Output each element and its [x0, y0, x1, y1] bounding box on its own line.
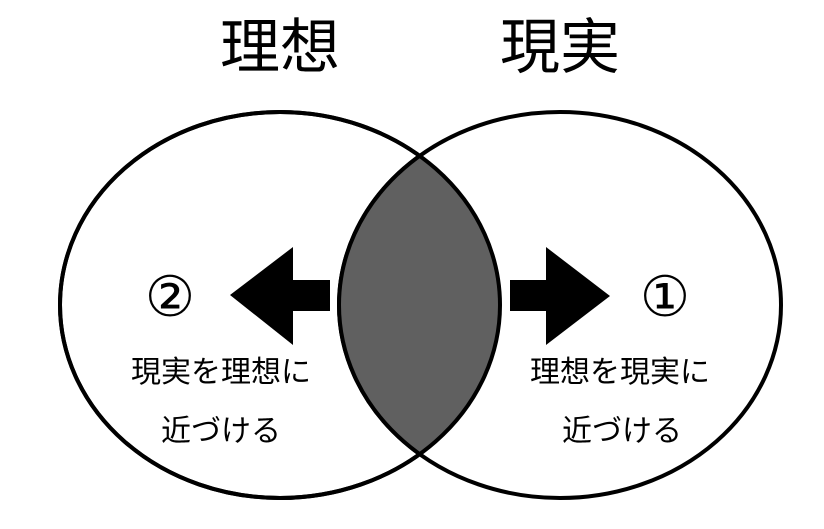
- step-2-number: ②: [145, 265, 195, 330]
- reality-title: 現実: [500, 13, 620, 83]
- ideal-title: 理想: [220, 13, 340, 83]
- left-desc-line1: 現実を理想に: [131, 355, 311, 390]
- right-arrow-icon: [510, 247, 610, 345]
- ideal-circle-outline: [58, 110, 502, 500]
- left-arrow-icon: [230, 247, 330, 345]
- step-1-number: ①: [640, 265, 690, 330]
- overlap-region: [337, 112, 500, 498]
- right-desc-line2: 近づける: [562, 414, 682, 449]
- left-desc-line2: 近づける: [161, 414, 281, 449]
- right-desc-line1: 理想を現実に: [530, 355, 710, 390]
